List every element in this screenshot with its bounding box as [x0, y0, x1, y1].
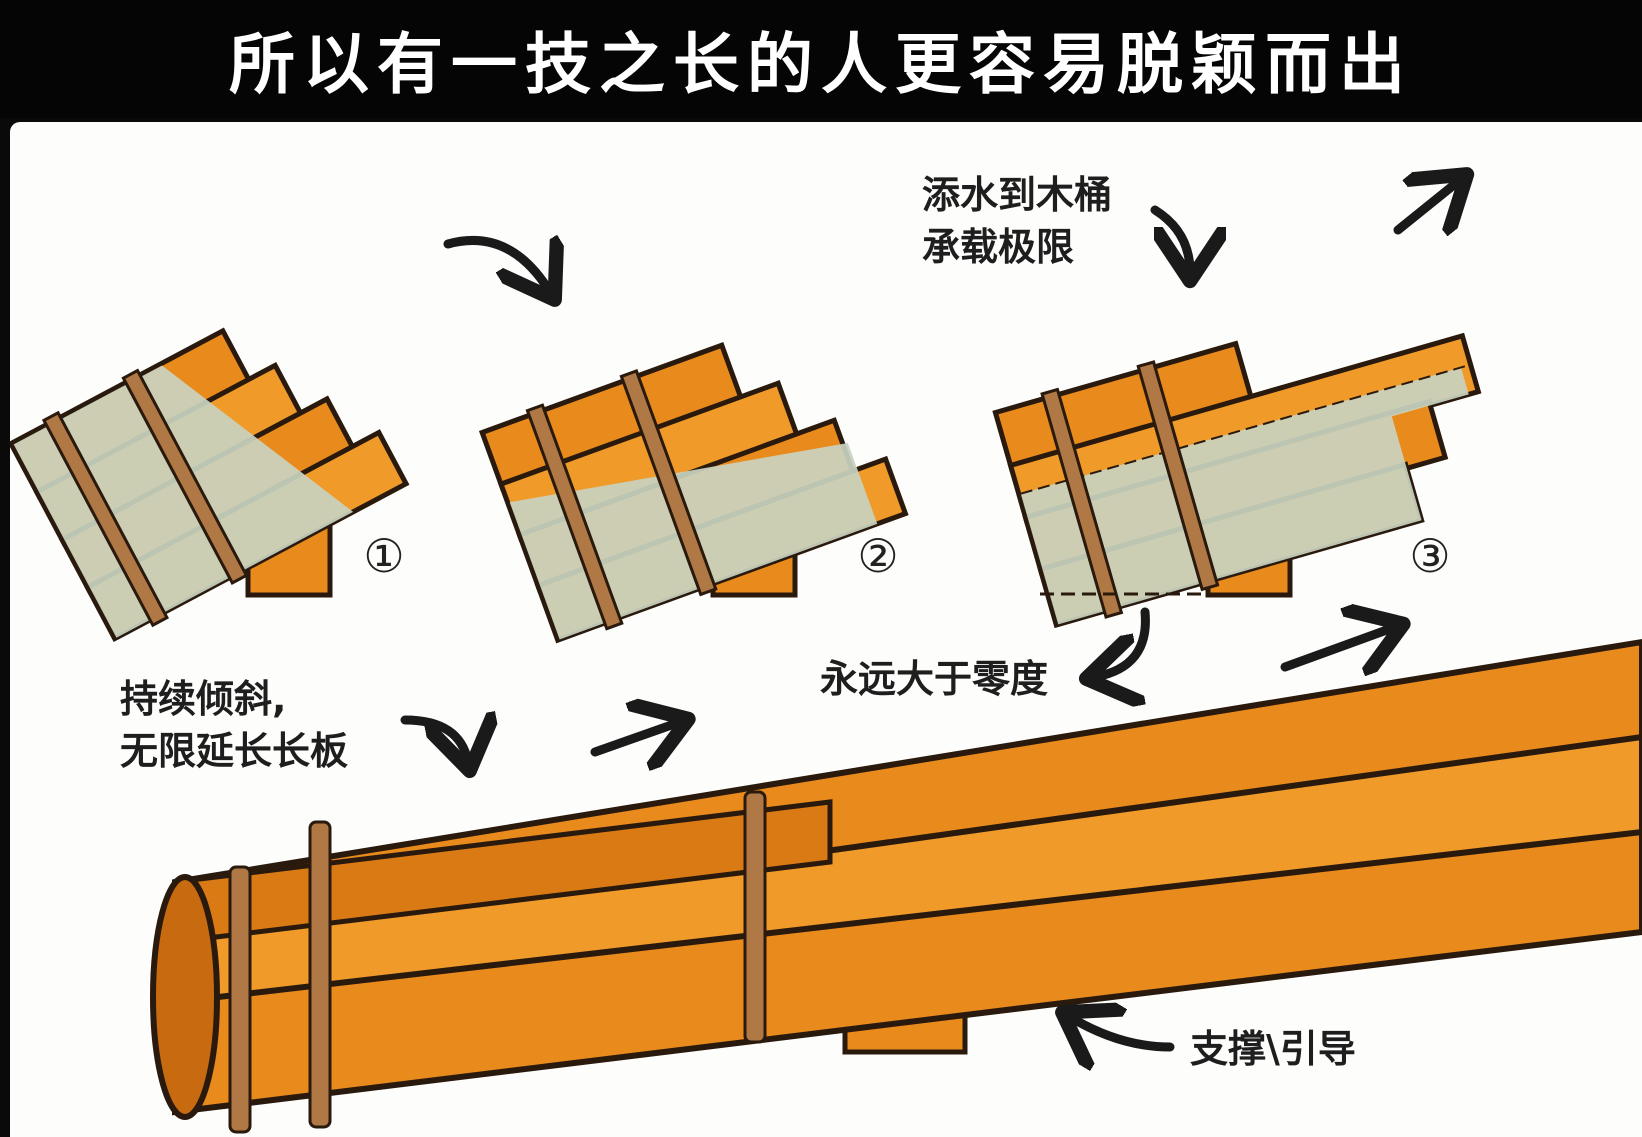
arrow-to-support	[1070, 1017, 1175, 1047]
barrel-3-water	[1020, 367, 1469, 625]
label-support: 支撑\引导	[1190, 1027, 1356, 1071]
label-tilt-line2: 无限延长长板	[120, 729, 349, 773]
page-title: 所以有一技之长的人更容易脱颖而出	[229, 25, 1413, 103]
barrel-1	[10, 327, 410, 643]
arrow-step1-to-step2	[443, 240, 550, 292]
barrel-2-band	[619, 369, 718, 597]
arrow-right-long-barrel	[590, 722, 680, 752]
step-number-3: ③	[1409, 529, 1451, 583]
label-tilt-line1: 持续倾斜,	[120, 677, 287, 721]
illustration-svg	[10, 122, 1642, 1134]
label-fill-water-line1: 添水到木桶	[922, 173, 1113, 217]
arrow-to-long-barrel	[400, 720, 468, 762]
barrel-1-water	[13, 365, 354, 638]
barrel-3-band	[1136, 360, 1220, 592]
barrel-3	[992, 332, 1482, 629]
long-barrel-band	[308, 820, 332, 1129]
barrel-2	[478, 342, 909, 644]
barrel-2-band	[525, 403, 624, 631]
step-number-1: ①	[363, 529, 405, 583]
barrel-1-band	[121, 368, 249, 585]
label-fill-water-line2: 承载极限	[922, 225, 1075, 269]
arrow-to-barrel3	[1150, 205, 1190, 272]
barrel-1-band	[41, 410, 170, 628]
illustration-panel: 添水到木桶 承载极限 持续倾斜, 无限延长长板 永远大于零度 支撑\引导 ① ②…	[10, 122, 1642, 1137]
long-barrel-band	[743, 790, 767, 1044]
step-number-2: ②	[857, 529, 899, 583]
arrow-up-right-top	[1393, 180, 1460, 230]
label-above-zero: 永远大于零度	[820, 657, 1049, 701]
long-barrel-end	[150, 874, 220, 1120]
arrow-up-right-middle	[1280, 627, 1395, 667]
long-barrel-band	[228, 865, 252, 1134]
title-bar: 所以有一技之长的人更容易脱颖而出	[0, 0, 1642, 118]
barrel-3-band	[1040, 387, 1124, 619]
arrow-to-zero-degree	[1095, 607, 1150, 677]
long-barrel	[150, 638, 1642, 1134]
